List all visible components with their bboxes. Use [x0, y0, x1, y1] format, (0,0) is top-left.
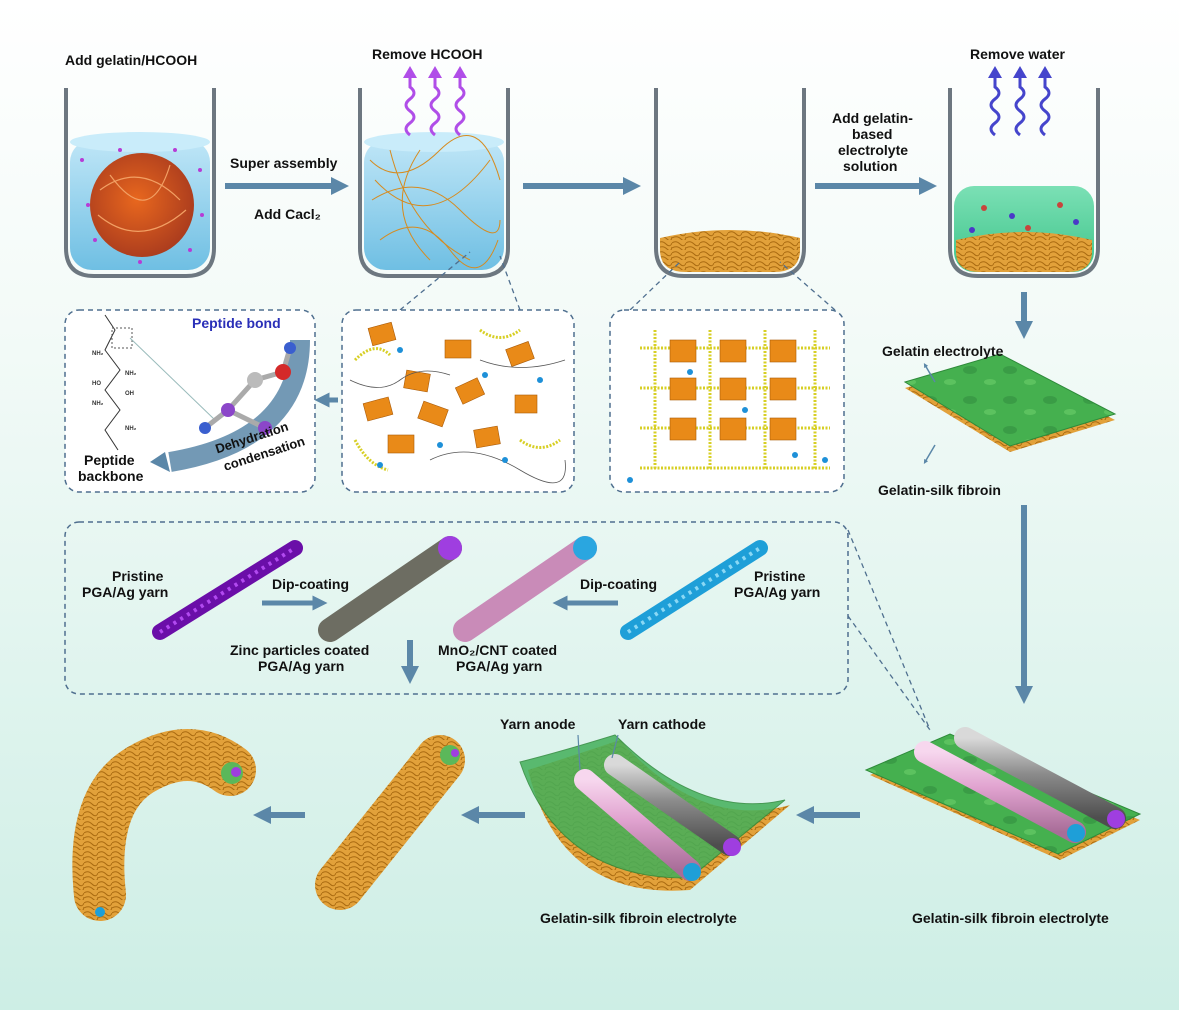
wrapped-yarn-bent — [72, 729, 256, 921]
svg-text:NH₂: NH₂ — [92, 401, 104, 407]
svg-text:NH₂: NH₂ — [92, 351, 104, 357]
vapor-arrows-1 — [404, 75, 466, 137]
beaker-1 — [64, 88, 216, 278]
add-gelatin-label-4: solution — [843, 158, 898, 174]
svg-text:OH: OH — [125, 391, 134, 397]
mno2-label-2: PGA/Ag yarn — [456, 658, 543, 674]
svg-text:HO: HO — [92, 381, 101, 387]
add-gelatin-label-3: electrolyte — [838, 142, 909, 158]
mno2-yarn — [453, 536, 597, 642]
rod-cathode-1 — [954, 727, 1126, 829]
dip-coating-right-label: Dip-coating — [580, 576, 657, 592]
pristine-right-label-1: Pristine — [754, 568, 806, 584]
beaker-3 — [654, 88, 806, 278]
gelatin-electrolyte-label: Gelatin electrolyte — [882, 343, 1004, 359]
chem-panel: NH₂ NH₂ HO OH NH₂ NH₂ — [64, 309, 316, 493]
peptide-bond-label: Peptide bond — [192, 315, 281, 331]
rod-anode-1 — [914, 741, 1086, 843]
gelatin-ball — [90, 153, 194, 257]
peptide-backbone-label-2: backbone — [78, 468, 144, 484]
rod-anode-2 — [574, 769, 701, 881]
fiber-panel-2 — [609, 309, 845, 493]
add-gelatin-label-2: based — [852, 126, 893, 142]
device-flat — [864, 727, 1142, 860]
electrolyte-right-label: Gelatin-silk fibroin electrolyte — [912, 910, 1109, 926]
super-assembly-label: Super assembly — [230, 155, 338, 171]
process-arrows-top — [225, 177, 1033, 704]
vapor-arrows-2 — [989, 75, 1051, 137]
molecule-model — [199, 342, 296, 435]
peptide-backbone-label-1: Peptide — [84, 452, 135, 468]
gelatin-silk-fibroin-label: Gelatin-silk fibroin — [878, 482, 1001, 498]
yarn-cathode-label: Yarn cathode — [618, 716, 706, 732]
step-3-label: Remove water — [970, 46, 1065, 62]
beaker-2 — [358, 66, 510, 278]
yarn-anode-label: Yarn anode — [500, 716, 576, 732]
fiber-panel-1 — [341, 309, 575, 493]
zinc-yarn — [318, 536, 462, 642]
wrapped-yarn-straight — [315, 735, 465, 910]
mno2-label-1: MnO₂/CNT coated — [438, 642, 557, 658]
pristine-left-label-2: PGA/Ag yarn — [82, 584, 169, 600]
add-cacl2-label: Add Cacl₂ — [254, 206, 321, 222]
gel-film-top — [903, 353, 1117, 464]
step-2-label: Remove HCOOH — [372, 46, 483, 62]
add-gelatin-label-1: Add gelatin- — [832, 110, 913, 126]
svg-text:NH₂: NH₂ — [125, 371, 137, 377]
svg-text:NH₂: NH₂ — [125, 426, 137, 432]
rod-cathode-2 — [604, 754, 741, 856]
zinc-label-2: PGA/Ag yarn — [258, 658, 345, 674]
device-curling — [519, 734, 790, 891]
pristine-right-label-2: PGA/Ag yarn — [734, 584, 821, 600]
yarn-panel — [64, 521, 849, 695]
electrolyte-center-label: Gelatin-silk fibroin electrolyte — [540, 910, 737, 926]
pristine-left-label-1: Pristine — [112, 568, 164, 584]
step-1-label: Add gelatin/HCOOH — [65, 52, 198, 68]
beaker-4 — [948, 66, 1100, 278]
dip-coating-left-label: Dip-coating — [272, 576, 349, 592]
zinc-label-1: Zinc particles coated — [230, 642, 370, 658]
condensation-arrow — [168, 339, 310, 472]
